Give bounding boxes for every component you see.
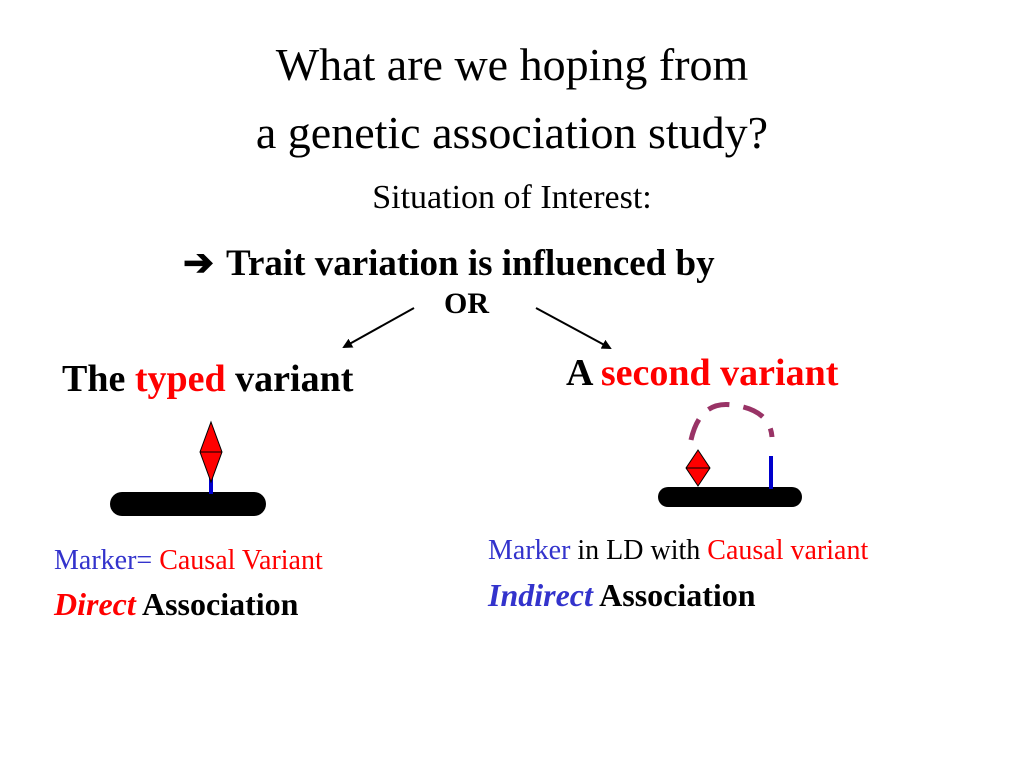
left-branch-arrow — [342, 307, 415, 348]
right-marker-mid: in LD with — [577, 535, 701, 566]
right-branch-arrow — [535, 307, 612, 349]
left-heading: The typed variant — [62, 356, 353, 402]
right-marker-value: Causal variant — [707, 535, 869, 566]
right-association-line: Indirect Association — [488, 576, 756, 614]
right-marker-label: Marker — [488, 535, 571, 566]
left-heading-emphasis: typed — [134, 358, 226, 400]
left-marker-value: Causal Variant — [159, 545, 323, 576]
right-heading-emphasis: second variant — [600, 352, 839, 394]
title-line-1: What are we hoping from — [275, 39, 749, 90]
left-marker-label: Marker= — [54, 545, 153, 576]
left-heading-pre: The — [62, 358, 135, 400]
arrow-right-icon: ➔ — [183, 243, 215, 284]
left-association-text: Association — [141, 586, 299, 622]
right-association-text: Association — [599, 577, 756, 613]
left-association-line: Direct Association — [54, 585, 298, 623]
right-marker-line: Marker in LD with Causal variant — [488, 534, 868, 568]
title-line-2: a genetic association study? — [255, 107, 769, 158]
right-chromosome — [658, 487, 802, 507]
ld-arc — [688, 401, 775, 441]
right-heading: A second variant — [566, 350, 838, 396]
headline: ➔ Trait variation is influenced by — [183, 242, 715, 286]
right-association-type: Indirect — [488, 577, 593, 613]
left-association-type: Direct — [54, 586, 136, 622]
headline-text: Trait variation is influenced by — [226, 243, 715, 284]
left-heading-post: variant — [225, 358, 354, 400]
left-marker-line: Marker= Causal Variant — [54, 544, 323, 578]
subtitle: Situation of Interest: — [372, 179, 652, 216]
left-chromosome — [110, 492, 266, 516]
right-heading-pre: A — [566, 352, 601, 394]
or-label: OR — [444, 287, 489, 320]
